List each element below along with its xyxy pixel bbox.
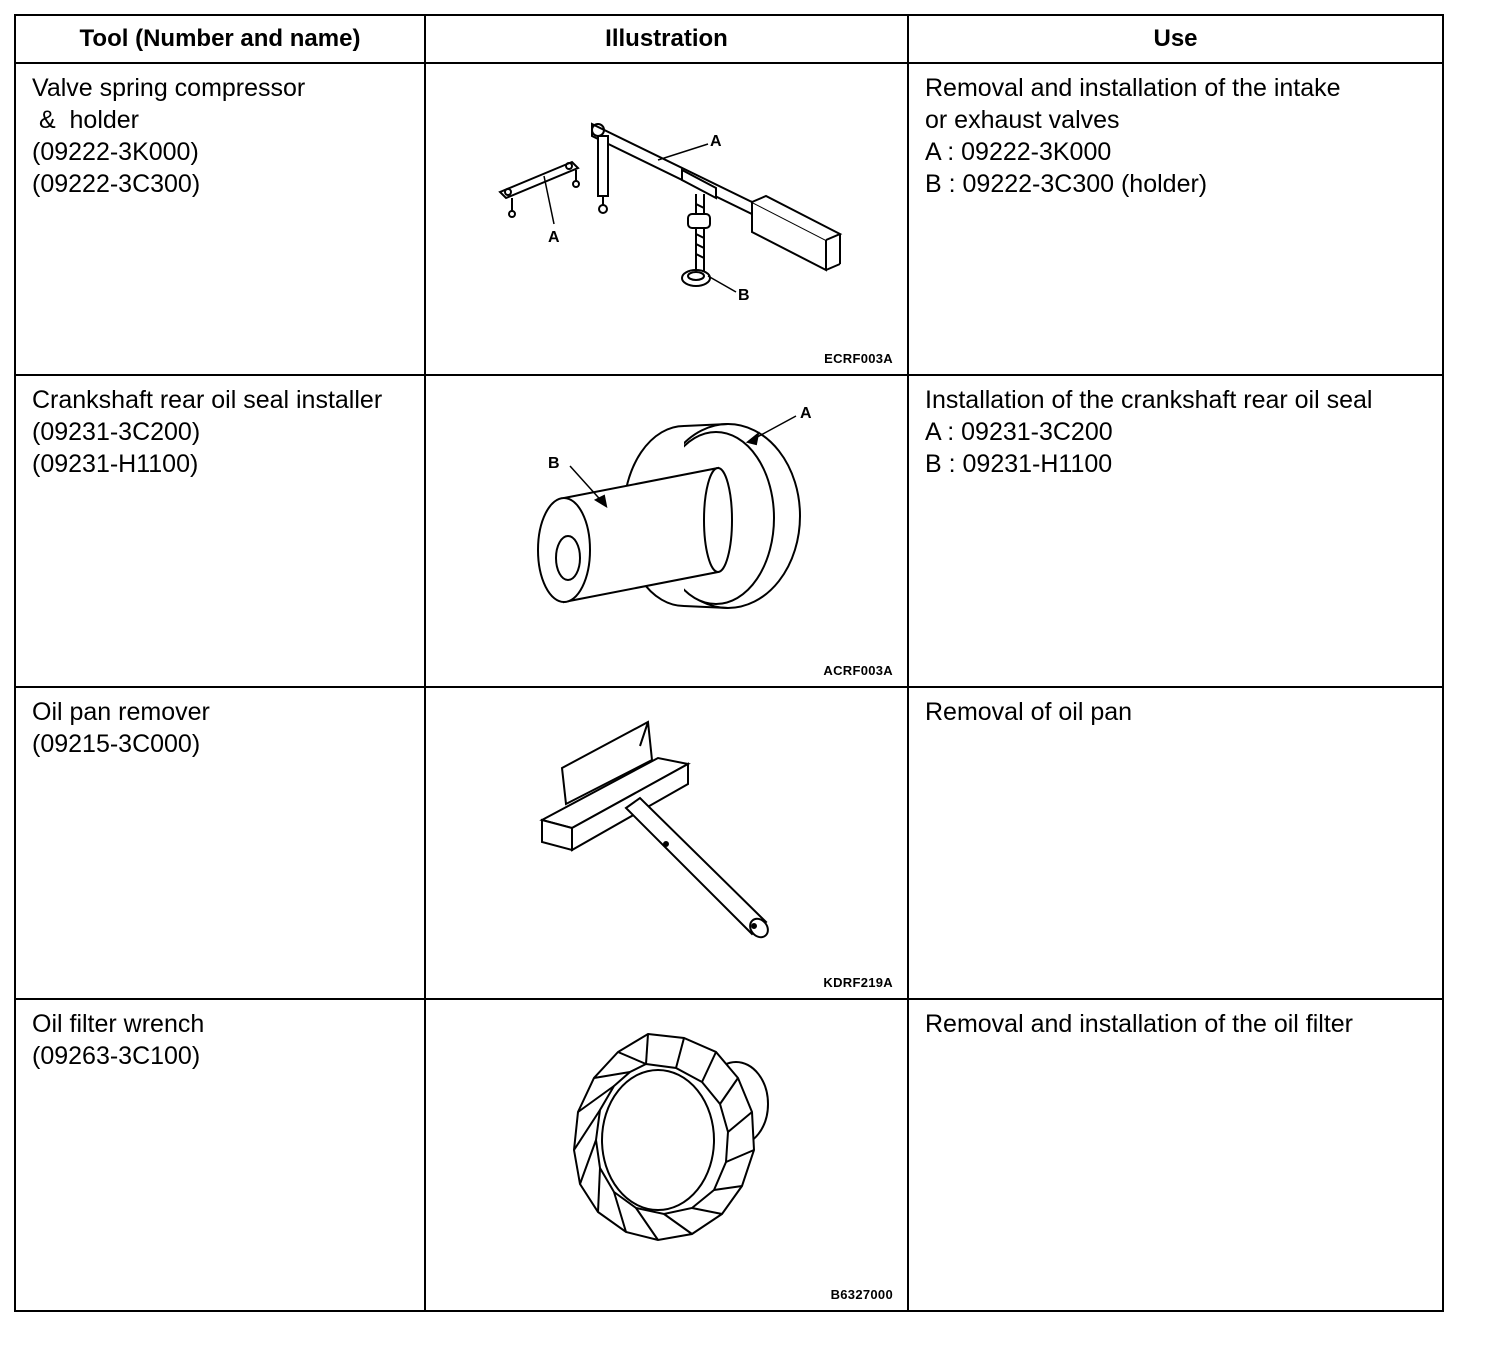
tool-line: (09222-3K000) xyxy=(32,138,199,166)
illustration-cell: KDRF219A xyxy=(424,686,909,1000)
illustration-cell: B6327000 xyxy=(424,998,909,1312)
header-tool: Tool (Number and name) xyxy=(14,14,426,64)
oil-seal-installer-illustration: A B xyxy=(537,405,812,609)
tool-cell: Oil pan remover (09215-3C000) xyxy=(14,686,426,1000)
tool-text: Valve spring compressor & holder (09222-3… xyxy=(16,64,424,200)
use-line: B : 09231-H1100 xyxy=(925,450,1113,478)
header-row: Tool (Number and name) Illustration Use xyxy=(14,14,1444,64)
special-tools-table: Tool (Number and name) Illustration Use … xyxy=(14,14,1444,1312)
figure-code: ECRF003A xyxy=(824,351,893,366)
illustration-cell: A A B ECRF003A xyxy=(424,62,909,376)
use-line: A : 09231-3C200 xyxy=(925,418,1113,446)
tool-line: Oil pan remover xyxy=(32,698,210,726)
figure-code: ACRF003A xyxy=(823,663,893,678)
use-cell: Removal and installation of the intake or… xyxy=(907,62,1444,376)
valve-spring-compressor-illustration: A A B xyxy=(498,122,843,304)
use-text: Removal of oil pan xyxy=(909,688,1442,728)
tool-line: Crankshaft rear oil seal installer xyxy=(32,386,383,414)
use-line: or exhaust valves xyxy=(925,106,1120,134)
tool-line: Valve spring compressor xyxy=(32,74,306,102)
use-line: B : 09222-3C300 (holder) xyxy=(925,170,1208,198)
illustration-cell: A B ACRF003A xyxy=(424,374,909,688)
tool-text: Oil pan remover (09215-3C000) xyxy=(16,688,424,760)
figure-code: KDRF219A xyxy=(823,975,893,990)
use-line: Removal and installation of the oil filt… xyxy=(925,1010,1354,1038)
callout-label: A xyxy=(800,405,812,422)
use-cell: Removal of oil pan xyxy=(907,686,1444,1000)
use-line: Installation of the crankshaft rear oil … xyxy=(925,386,1373,414)
callout-label: A xyxy=(548,229,560,246)
oil-filter-wrench-illustration xyxy=(572,1032,769,1242)
tool-text: Crankshaft rear oil seal installer (09231… xyxy=(16,376,424,480)
use-line: A : 09222-3K000 xyxy=(925,138,1112,166)
use-text: Installation of the crankshaft rear oil … xyxy=(909,376,1442,480)
use-cell: Installation of the crankshaft rear oil … xyxy=(907,374,1444,688)
use-text: Removal and installation of the intake or… xyxy=(909,64,1442,200)
tool-text: Oil filter wrench (09263-3C100) xyxy=(16,1000,424,1072)
figure-code: B6327000 xyxy=(830,1287,893,1302)
table-row: Valve spring compressor & holder (09222-3… xyxy=(14,62,1444,376)
tool-line: (09231-H1100) xyxy=(32,450,199,478)
oil-pan-remover-illustration xyxy=(539,720,769,939)
table-row: Crankshaft rear oil seal installer (09231… xyxy=(14,374,1444,688)
callout-label: B xyxy=(548,455,560,472)
tool-cell: Oil filter wrench (09263-3C100) xyxy=(14,998,426,1312)
use-text: Removal and installation of the oil filt… xyxy=(909,1000,1442,1040)
table-row: Oil filter wrench (09263-3C100) xyxy=(14,998,1444,1312)
use-line: Removal and installation of the intake xyxy=(925,74,1341,102)
callout-label: B xyxy=(738,287,750,304)
tool-cell: Valve spring compressor & holder (09222-3… xyxy=(14,62,426,376)
header-illustration: Illustration xyxy=(424,14,909,64)
use-cell: Removal and installation of the oil filt… xyxy=(907,998,1444,1312)
table-row: Oil pan remover (09215-3C000) xyxy=(14,686,1444,1000)
tool-line: (09231-3C200) xyxy=(32,418,201,446)
tool-line: (09263-3C100) xyxy=(32,1042,201,1070)
use-line: Removal of oil pan xyxy=(925,698,1133,726)
tool-line: & holder xyxy=(32,106,140,134)
tool-cell: Crankshaft rear oil seal installer (09231… xyxy=(14,374,426,688)
tool-line: (09222-3C300) xyxy=(32,170,201,198)
callout-label: A xyxy=(710,133,722,150)
tool-line: (09215-3C000) xyxy=(32,730,201,758)
header-use: Use xyxy=(907,14,1444,64)
tool-line: Oil filter wrench xyxy=(32,1010,205,1038)
